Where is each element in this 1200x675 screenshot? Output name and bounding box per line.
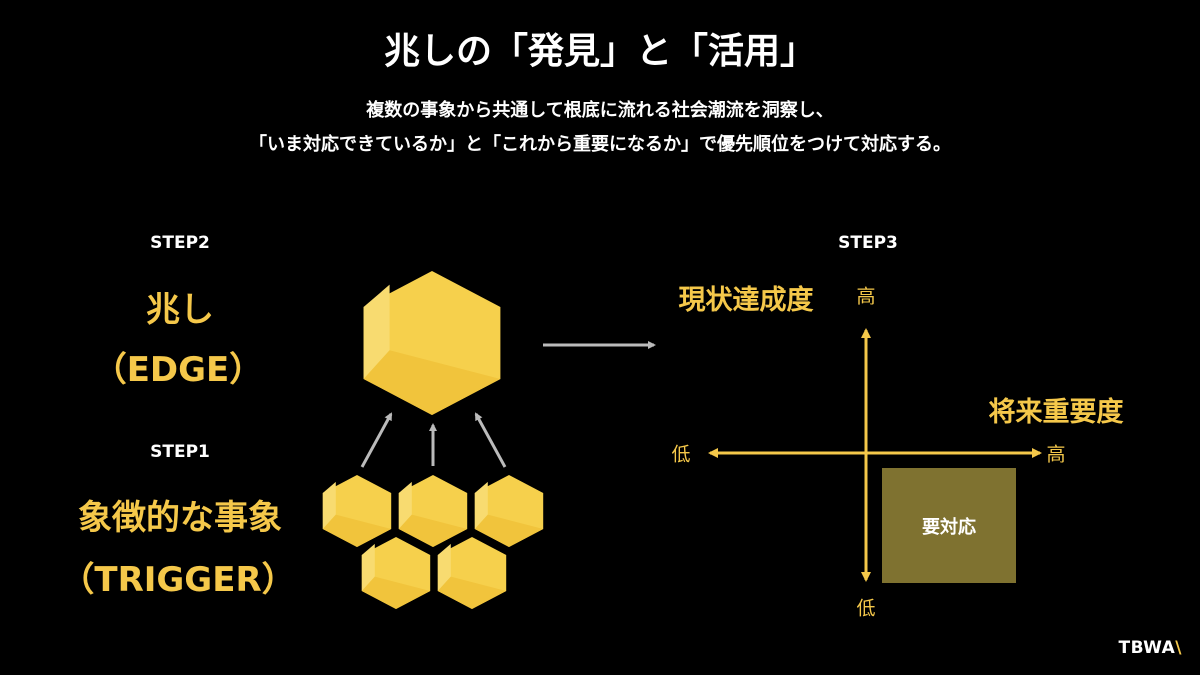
y-axis-title: 現状達成度: [678, 285, 814, 316]
page-title: 兆しの「発見」と「活用」: [383, 31, 816, 72]
y-axis-high: 高: [856, 285, 876, 308]
step1-name-en: （TRIGGER）: [60, 560, 296, 600]
trigger-arrow-left: [360, 412, 393, 468]
logo-mark: \: [1175, 638, 1182, 658]
step2-name: 兆し: [146, 290, 214, 330]
subtitle-line-2: 「いま対応できているか」と「これから重要になるか」で優先順位をつけて対応する。: [249, 134, 951, 155]
quadrant-label: 要対応: [922, 516, 976, 538]
x-axis-high: 高: [1046, 443, 1066, 466]
step2-name-en: （EDGE）: [92, 350, 264, 390]
logo-text: TBWA: [1118, 638, 1176, 658]
priority-quadrant: 要対応: [882, 468, 1016, 583]
trigger-arrow-right: [474, 412, 507, 468]
tbwa-logo: TBWA\: [1119, 638, 1183, 658]
step3-label: STEP3: [838, 233, 898, 253]
step2-label: STEP2: [150, 233, 210, 253]
step1-name: 象徴的な事象: [78, 498, 282, 538]
y-axis-low: 低: [856, 597, 876, 620]
subtitle-line-1: 複数の事象から共通して根底に流れる社会潮流を洞察し、: [366, 100, 834, 121]
x-axis-low: 低: [671, 443, 691, 466]
x-axis-title: 将来重要度: [988, 397, 1124, 428]
step1-label: STEP1: [150, 442, 210, 462]
